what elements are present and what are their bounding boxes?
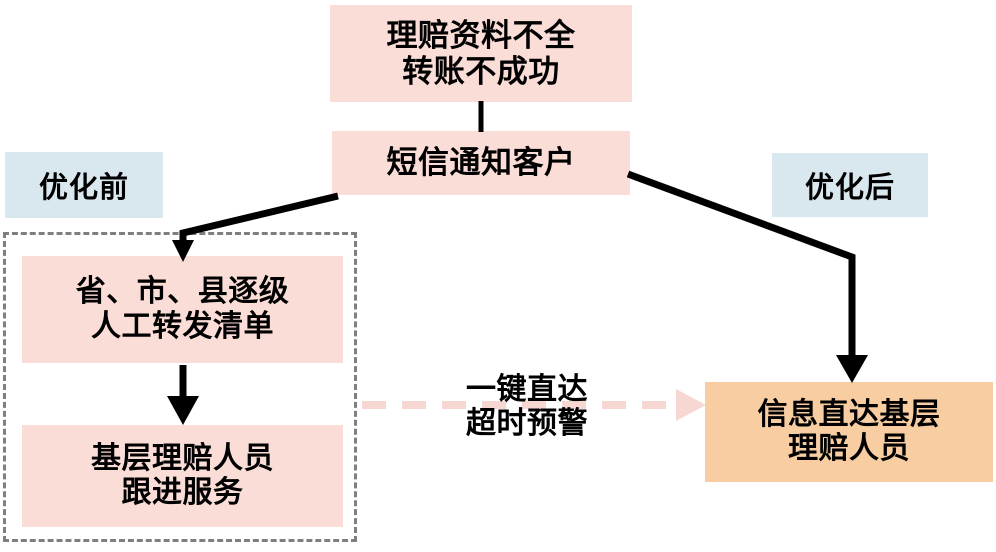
node-manual-multilevel-forwarding: 省、市、县逐级 人工转发清单 bbox=[22, 256, 343, 363]
node-info-direct-to-grassroots: 信息直达基层 理赔人员 bbox=[705, 382, 993, 482]
node-direct-line-1: 信息直达基层 bbox=[757, 397, 941, 431]
section-label-after-text: 优化后 bbox=[804, 172, 895, 204]
node-issue-line-2: 转账不成功 bbox=[402, 53, 560, 89]
caption-benefit-line-1: 一键直达 bbox=[466, 373, 588, 407]
arrowhead-sms-to-direct bbox=[836, 355, 868, 383]
node-grassroots-followup-service: 基层理赔人员 跟进服务 bbox=[22, 425, 343, 527]
section-label-before-text: 优化前 bbox=[38, 172, 129, 204]
node-sms-line-1: 短信通知客户 bbox=[386, 145, 576, 181]
section-label-after: 优化后 bbox=[772, 153, 928, 217]
caption-one-key-direct: 一键直达 超时预警 bbox=[432, 365, 622, 449]
node-followup-line-1: 基层理赔人员 bbox=[91, 441, 274, 475]
node-manual-line-1: 省、市、县逐级 bbox=[75, 275, 290, 309]
node-manual-line-2: 人工转发清单 bbox=[91, 309, 274, 343]
caption-benefit-line-2: 超时预警 bbox=[466, 407, 588, 440]
node-direct-line-2: 理赔人员 bbox=[788, 432, 910, 465]
node-sms-notify-customer: 短信通知客户 bbox=[332, 131, 630, 195]
node-issue-line-1: 理赔资料不全 bbox=[386, 18, 576, 54]
arrowhead-before-to-after bbox=[676, 389, 706, 421]
section-label-before: 优化前 bbox=[5, 152, 163, 218]
node-followup-line-2: 跟进服务 bbox=[121, 476, 244, 509]
node-claim-data-incomplete: 理赔资料不全 转账不成功 bbox=[330, 5, 632, 102]
